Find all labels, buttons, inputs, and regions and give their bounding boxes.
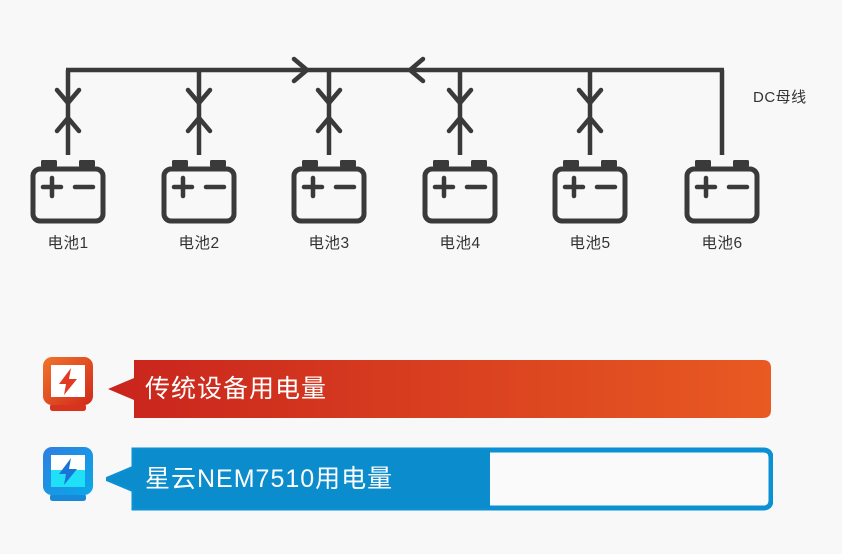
battery-item-3: 电池3 <box>274 155 384 253</box>
nebula-bar-fill <box>108 450 490 508</box>
branch-up-arrow-2 <box>185 115 213 134</box>
battery-item-2: 电池2 <box>144 155 254 253</box>
battery-icon <box>161 160 237 224</box>
battery-row: 电池1 电池2 <box>0 155 842 265</box>
dc-bus-label: DC母线 <box>753 89 807 106</box>
battery-item-1: 电池1 <box>13 155 123 253</box>
bus-flow-arrow-right <box>291 56 310 84</box>
branch-up-arrow-1 <box>54 115 82 134</box>
battery-icon <box>291 160 367 224</box>
traditional-consumption-row: 传统设备用电量 <box>0 344 842 424</box>
battery-item-6: 电池6 <box>667 155 777 253</box>
traditional-consumption-bar <box>108 360 771 418</box>
branch-down-arrow-1 <box>54 87 82 106</box>
battery-icon <box>552 160 628 224</box>
branch-down-arrow-3 <box>315 87 343 106</box>
branch-up-arrow-5 <box>576 115 604 134</box>
battery-icon <box>684 160 760 224</box>
battery-label: 电池1 <box>47 235 89 252</box>
battery-icon <box>30 160 106 224</box>
red-power-meter-icon <box>43 357 93 411</box>
nebula-consumption-row: 星云NEM7510用电量 <box>0 434 842 514</box>
battery-label: 电池2 <box>178 235 220 252</box>
nebula-consumption-bar <box>106 447 773 511</box>
battery-icon <box>422 160 498 224</box>
battery-item-4: 电池4 <box>405 155 515 253</box>
battery-label: 电池4 <box>439 235 481 252</box>
bus-flow-arrow-left <box>407 56 426 84</box>
blue-power-meter-icon <box>43 447 93 501</box>
branch-down-arrow-2 <box>185 87 213 106</box>
branch-up-arrow-3 <box>315 115 343 134</box>
battery-label: 电池6 <box>701 235 743 252</box>
battery-item-5: 电池5 <box>535 155 645 253</box>
branch-up-arrow-4 <box>446 115 474 134</box>
power-consumption-comparison: 传统设备用电量 <box>0 336 842 536</box>
battery-label: 电池3 <box>308 235 350 252</box>
battery-label: 电池5 <box>569 235 611 252</box>
branch-down-arrow-4 <box>446 87 474 106</box>
dc-bus-circuit-diagram <box>54 56 725 155</box>
branch-down-arrow-5 <box>576 87 604 106</box>
